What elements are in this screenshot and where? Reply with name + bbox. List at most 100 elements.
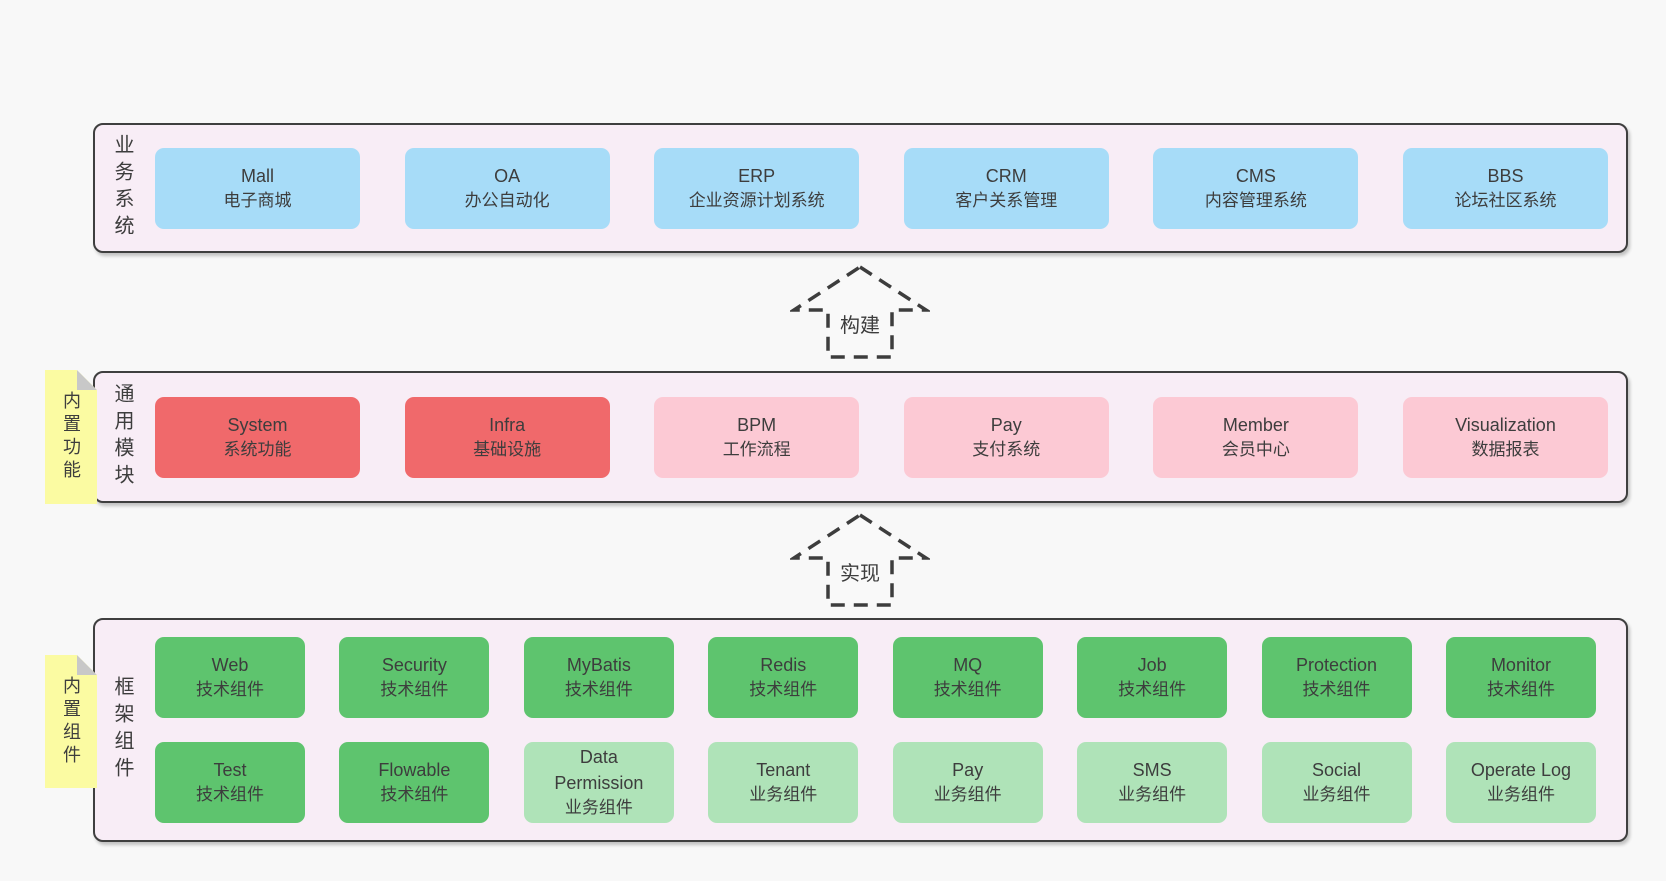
box-infra: Infra 基础设施 <box>404 396 610 478</box>
box-bbs-desc: 论坛社区系统 <box>1454 190 1557 210</box>
box-security-name: Security <box>381 655 447 676</box>
box-social: Social 业务组件 <box>1261 742 1412 823</box>
box-mq: MQ 技术组件 <box>892 637 1043 718</box>
box-operate-log-name: Operate Log <box>1470 760 1571 781</box>
box-visualization: Visualization 数据报表 <box>1402 396 1608 478</box>
up-arrow-icon: 实现 <box>790 512 930 607</box>
box-pay-module-desc: 支付系统 <box>972 439 1041 459</box>
sticky-built-in-components-label: 内置组件 <box>61 675 81 768</box>
box-redis-name: Redis <box>760 655 807 676</box>
box-web: Web 技术组件 <box>155 637 305 718</box>
framework-components-row-2: Test 技术组件 Flowable 技术组件 Data Permission … <box>155 742 1596 823</box>
framework-components-row-1: Web 技术组件 Security 技术组件 MyBatis 技术组件 Redi… <box>155 637 1596 718</box>
panel-business-systems: 业务系统 Mall 电子商城 OA 办公自动化 ERP 企业资源计划系统 CRM… <box>93 123 1628 253</box>
box-infra-desc: 基础设施 <box>473 439 542 459</box>
arrow-implement: 实现 <box>790 512 930 608</box>
box-flowable: Flowable 技术组件 <box>339 742 490 823</box>
box-mybatis-name: MyBatis <box>566 655 631 676</box>
box-system-name: System <box>227 414 288 435</box>
box-mall: Mall 电子商城 <box>155 147 360 229</box>
box-erp: ERP 企业资源计划系统 <box>654 147 860 229</box>
box-crm-name: CRM <box>985 165 1027 186</box>
panel-common-modules: 通用模块 System 系统功能 Infra 基础设施 BPM 工作流程 Pay… <box>93 371 1628 503</box>
box-job-name: Job <box>1137 655 1167 676</box>
box-member-name: Member <box>1222 414 1289 435</box>
box-mybatis-desc: 技术组件 <box>564 680 633 700</box>
box-system-desc: 系统功能 <box>223 439 292 459</box>
panel-label-framework-components: 框架组件 <box>111 676 133 784</box>
box-bpm: BPM 工作流程 <box>654 396 860 478</box>
arrow-implement-label: 实现 <box>840 562 880 585</box>
box-member: Member 会员中心 <box>1153 396 1359 478</box>
box-tenant-desc: 业务组件 <box>749 785 818 805</box>
box-pay-component-name: Pay <box>952 760 984 781</box>
box-mall-name: Mall <box>240 165 274 186</box>
box-security-desc: 技术组件 <box>380 680 449 700</box>
panel-framework-components: 框架组件 Web 技术组件 Security 技术组件 MyBatis 技术组件… <box>93 618 1628 842</box>
box-operate-log: Operate Log 业务组件 <box>1445 742 1596 823</box>
box-oa-desc: 办公自动化 <box>464 190 550 210</box>
panel-label-common-modules: 通用模块 <box>111 383 133 491</box>
box-crm-desc: 客户关系管理 <box>955 190 1058 210</box>
box-data-permission-name: Data Permission <box>554 747 644 794</box>
box-monitor: Monitor 技术组件 <box>1445 637 1596 718</box>
box-flowable-name: Flowable <box>378 760 451 781</box>
arrow-build-label: 构建 <box>840 314 880 337</box>
box-pay-component-desc: 业务组件 <box>933 785 1002 805</box>
common-modules-boxes: System 系统功能 Infra 基础设施 BPM 工作流程 Pay 支付系统… <box>155 373 1608 501</box>
box-pay-component: Pay 业务组件 <box>892 742 1043 823</box>
box-monitor-name: Monitor <box>1490 655 1551 676</box>
box-infra-name: Infra <box>489 414 526 435</box>
box-protection-name: Protection <box>1296 655 1378 676</box>
box-protection: Protection 技术组件 <box>1261 637 1412 718</box>
panel-label-business-systems: 业务系统 <box>111 134 133 242</box>
box-erp-name: ERP <box>738 165 776 186</box>
box-flowable-desc: 技术组件 <box>380 785 449 805</box>
box-oa: OA 办公自动化 <box>404 147 610 229</box>
box-redis: Redis 技术组件 <box>708 637 859 718</box>
box-pay-module-name: Pay <box>990 414 1022 435</box>
box-test-desc: 技术组件 <box>196 785 264 805</box>
box-mq-name: MQ <box>953 655 983 676</box>
box-crm: CRM 客户关系管理 <box>903 147 1109 229</box>
box-visualization-name: Visualization <box>1455 414 1556 435</box>
business-systems-boxes: Mall 电子商城 OA 办公自动化 ERP 企业资源计划系统 CRM 客户关系… <box>155 125 1608 251</box>
box-social-desc: 业务组件 <box>1302 785 1371 805</box>
box-system: System 系统功能 <box>155 396 360 478</box>
box-visualization-desc: 数据报表 <box>1471 439 1540 459</box>
box-tenant: Tenant 业务组件 <box>708 742 859 823</box>
box-pay-module: Pay 支付系统 <box>903 396 1109 478</box>
box-test: Test 技术组件 <box>155 742 305 823</box>
box-bbs-name: BBS <box>1487 165 1524 186</box>
box-cms-desc: 内容管理系统 <box>1204 190 1307 210</box>
box-job-desc: 技术组件 <box>1118 680 1187 700</box>
box-sms: SMS 业务组件 <box>1077 742 1228 823</box>
box-bpm-desc: 工作流程 <box>722 439 791 459</box>
box-oa-name: OA <box>494 165 521 186</box>
box-test-name: Test <box>213 760 247 781</box>
box-tenant-name: Tenant <box>756 760 811 781</box>
box-cms-name: CMS <box>1235 165 1276 186</box>
box-bbs: BBS 论坛社区系统 <box>1402 147 1608 229</box>
box-mall-desc: 电子商城 <box>223 190 292 210</box>
framework-components-rows: Web 技术组件 Security 技术组件 MyBatis 技术组件 Redi… <box>155 620 1596 840</box>
sticky-built-in-components: 内置组件 <box>45 655 97 788</box>
box-security: Security 技术组件 <box>339 637 490 718</box>
box-web-desc: 技术组件 <box>196 680 264 700</box>
box-sms-desc: 业务组件 <box>1118 785 1187 805</box>
box-mq-desc: 技术组件 <box>933 680 1002 700</box>
box-protection-desc: 技术组件 <box>1302 680 1371 700</box>
sticky-built-in-features-label: 内置功能 <box>61 391 81 483</box>
box-sms-name: SMS <box>1132 760 1172 781</box>
box-data-permission: Data Permission 业务组件 <box>523 742 674 823</box>
up-arrow-icon: 构建 <box>790 264 930 359</box>
sticky-built-in-features: 内置功能 <box>45 370 97 504</box>
box-monitor-desc: 技术组件 <box>1486 680 1555 700</box>
box-bpm-name: BPM <box>737 414 777 435</box>
box-web-name: Web <box>211 655 249 676</box>
box-operate-log-desc: 业务组件 <box>1486 785 1555 805</box>
box-job: Job 技术组件 <box>1077 637 1228 718</box>
arrow-build: 构建 <box>790 264 930 360</box>
box-social-name: Social <box>1312 760 1362 781</box>
